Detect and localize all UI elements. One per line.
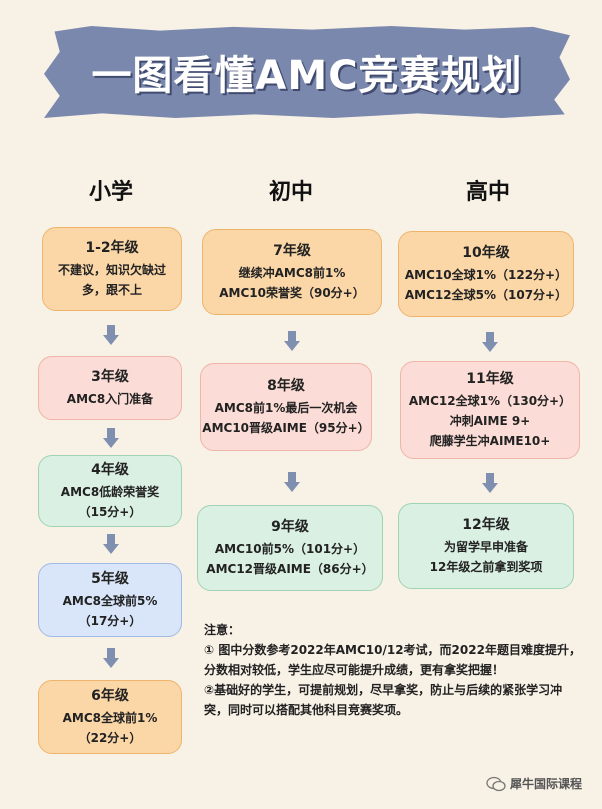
card-grade-3: 3年级 AMC8入门准备 [38,356,182,420]
down-arrow-icon [482,332,498,352]
notes-item-1: ① 图中分数参考2022年AMC10/12考试，而2022年题目难度提升，分数相… [204,643,581,677]
card-line: AMC12全球5%（107分+） [404,288,568,302]
title-banner [44,26,570,118]
card-grade-label: 12年级 [462,517,510,533]
down-arrow-icon [103,428,119,448]
card-line: AMC10晋级AIME（95分+） [202,421,370,435]
down-arrow-icon [103,648,119,668]
card-grade-5: 5年级 AMC8全球前5% （17分+） [38,563,182,637]
card-line: AMC8入门准备 [66,392,154,406]
page-title: 一图看懂AMC竞赛规划 [91,53,523,99]
column-heading-middle: 初中 [268,180,313,205]
card-grade-9: 9年级 AMC10前5%（101分+） AMC12晋级AIME（86分+） [197,505,383,591]
card-grade-label: 8年级 [267,378,305,394]
card-grade-11: 11年级 AMC12全球1%（130分+） 冲刺AIME 9+ 爬藤学生冲AIM… [400,361,580,459]
notes-item-2: ②基础好的学生，可提前规划，尽早拿奖，防止与后续的紧张学习冲突，同时可以搭配其他… [204,683,563,717]
card-grade-1-2: 1-2年级 不建议，知识欠缺过 多，跟不上 [42,227,182,311]
card-line: 为留学早申准备 [443,540,528,554]
card-line: AMC12全球1%（130分+） [408,394,572,408]
card-line: 继续冲AMC8前1% [238,266,346,280]
card-line: AMC12晋级AIME（86分+） [206,562,374,576]
card-grade-4: 4年级 AMC8低龄荣誉奖 （15分+） [38,455,182,527]
card-line: 12年级之前拿到奖项 [429,560,543,574]
card-line: （15分+） [78,505,142,519]
card-grade-8: 8年级 AMC8前1%最后一次机会 AMC10晋级AIME（95分+） [200,363,372,451]
card-grade-label: 3年级 [91,369,129,385]
down-arrow-icon [284,472,300,492]
card-grade-10: 10年级 AMC10全球1%（122分+） AMC12全球5%（107分+） [398,231,574,317]
card-line: 不建议，知识欠缺过 [57,263,166,277]
wechat-icon [486,776,506,791]
down-arrow-icon [284,331,300,351]
card-line: AMC8全球前1% [62,711,158,725]
card-grade-6: 6年级 AMC8全球前1% （22分+） [38,680,182,754]
card-line: AMC10荣誉奖（90分+） [219,286,365,300]
notes-block: 注意： ① 图中分数参考2022年AMC10/12考试，而2022年题目难度提升… [204,620,582,720]
card-grade-label: 7年级 [273,243,311,259]
card-grade-label: 10年级 [462,245,510,261]
card-line: 冲刺AIME 9+ [449,414,531,428]
card-grade-label: 6年级 [91,688,129,704]
card-grade-label: 5年级 [91,571,129,587]
column-heading-high: 高中 [465,180,510,205]
card-line: AMC8全球前5% [62,594,158,608]
watermark: 犀牛国际课程 [486,775,582,792]
column-heading-primary: 小学 [88,180,133,205]
card-grade-12: 12年级 为留学早申准备 12年级之前拿到奖项 [398,503,574,589]
card-line: 多，跟不上 [81,283,142,297]
card-line: （17分+） [78,614,142,628]
watermark-text: 犀牛国际课程 [510,777,583,791]
card-grade-label: 4年级 [91,462,129,478]
card-grade-7: 7年级 继续冲AMC8前1% AMC10荣誉奖（90分+） [202,229,382,315]
down-arrow-icon [103,534,119,554]
card-line: AMC8低龄荣誉奖 [60,485,160,499]
card-line: AMC8前1%最后一次机会 [214,401,358,415]
card-line: AMC10全球1%（122分+） [404,268,568,282]
down-arrow-icon [482,473,498,493]
down-arrow-icon [103,325,119,345]
card-grade-label: 1-2年级 [85,240,139,256]
card-line: （22分+） [78,731,142,745]
card-line: AMC10前5%（101分+） [214,542,366,556]
card-grade-label: 9年级 [271,519,309,535]
notes-heading: 注意： [204,623,241,637]
card-line: 爬藤学生冲AIME10+ [429,434,551,448]
card-grade-label: 11年级 [466,371,514,387]
